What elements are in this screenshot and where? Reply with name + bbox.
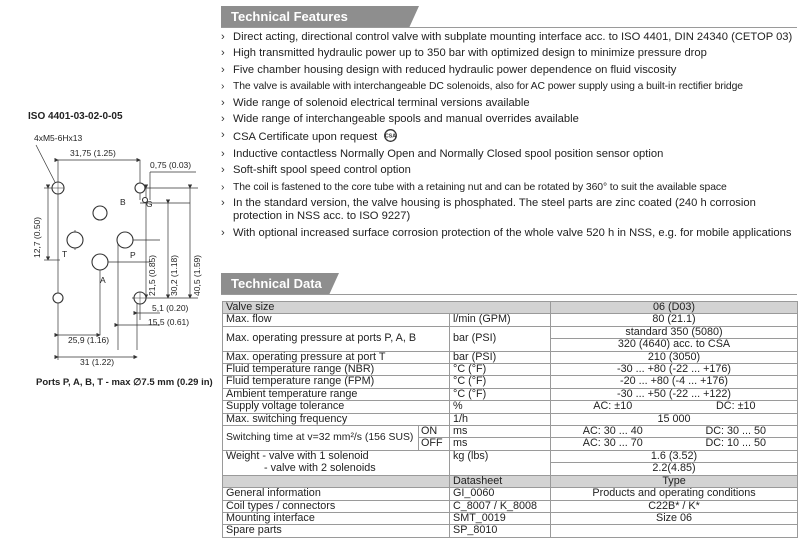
- table-row: Mounting interface SMT_0019 Size 06: [222, 511, 799, 526]
- data-header: Technical Data: [221, 273, 329, 295]
- table-row: Coil types / connectors C_8007 / K_8008 …: [222, 499, 799, 513]
- dim-30-2: 30,2 (1.18): [169, 255, 179, 296]
- port-label-a: A: [100, 275, 106, 285]
- feature-item: ›CSA Certificate upon request CSA: [221, 129, 398, 144]
- table-row: Spare parts SP_8010: [222, 524, 799, 538]
- port-g: [141, 196, 149, 204]
- drawing-caption: Ports P, A, B, T - max ∅7.5 mm (0.29 in): [36, 377, 213, 388]
- technical-data-table: Valve size 06 (D03) Max. flow l/min (GPM…: [221, 300, 799, 538]
- table-row: Max. switching frequency 1/h 15 000: [222, 412, 799, 427]
- table-row: - valve with 2 solenoids 2.2(4.85): [222, 462, 799, 476]
- table-row: Max. flow l/min (GPM) 80 (21.1): [222, 313, 799, 327]
- features-title: Technical Features: [231, 9, 348, 24]
- port-b: [92, 205, 108, 221]
- feature-item: ›The valve is available with interchange…: [221, 81, 743, 93]
- feature-item: ›Wide range of solenoid electrical termi…: [221, 96, 530, 109]
- feature-item: ›In the standard version, the valve hous…: [221, 197, 756, 223]
- table-row: Ambient temperature range °C (°F) -30 ..…: [222, 387, 799, 402]
- dim-40-5: 40,5 (1.59): [192, 255, 202, 296]
- table-row: Fluid temperature range (FPM) °C (°F) -2…: [222, 375, 799, 389]
- thread-spec: 4xM5-6Hx13: [34, 133, 82, 143]
- table-row: Supply voltage tolerance % AC: ±10 DC: ±…: [222, 400, 799, 414]
- mounting-hole: [52, 292, 64, 304]
- feature-item: ›Five chamber housing design with reduce…: [221, 63, 677, 76]
- port-p: [116, 231, 134, 249]
- dim-0-75: 0,75 (0.03): [150, 160, 191, 170]
- feature-item: ›Inductive contactless Normally Open and…: [221, 147, 664, 160]
- table-row: Datasheet Type: [222, 474, 799, 489]
- data-header-tail: [329, 273, 339, 295]
- table-row: Fluid temperature range (NBR) °C (°F) -3…: [222, 363, 799, 377]
- feature-item: ›With optional increased surface corrosi…: [221, 226, 792, 239]
- data-rule: [221, 294, 797, 295]
- table-row: OFF ms AC: 30 ... 70 DC: 10 ... 50: [223, 437, 799, 451]
- port-label-g: G: [146, 199, 153, 209]
- dim-31-75: 31,75 (1.25): [70, 148, 116, 158]
- mounting-hole: [134, 182, 146, 194]
- drawing-title: ISO 4401-03-02-0-05: [28, 111, 123, 122]
- port-label-b: B: [120, 197, 126, 207]
- features-rule: [221, 27, 797, 28]
- dim-5-1: 5,1 (0.20): [152, 303, 189, 313]
- feature-item: ›Direct acting, directional control valv…: [221, 31, 793, 43]
- port-label-p: P: [130, 250, 136, 260]
- table-row: Max. operating pressure at ports P, A, B…: [222, 325, 799, 352]
- csa-logo-icon: CSA: [384, 129, 398, 143]
- features-list: ›Direct acting, directional control valv…: [221, 31, 793, 243]
- dim-21-5: 21,5 (0.85): [147, 255, 157, 296]
- table-row: General information GI_0060 Products and…: [222, 487, 799, 501]
- port-t: [66, 231, 84, 249]
- svg-text:CSA: CSA: [385, 134, 396, 140]
- dim-25-9: 25,9 (1.16): [68, 335, 109, 345]
- feature-item: ›Wide range of interchangeable spools an…: [221, 113, 579, 126]
- features-header: Technical Features: [221, 6, 409, 28]
- table-row: Max. operating pressure at port T bar (P…: [222, 350, 799, 365]
- table-row: Weight - valve with 1 solenoid kg (lbs) …: [222, 449, 799, 464]
- feature-item: ›The coil is fastened to the core tube w…: [221, 181, 727, 193]
- dim-12-7: 12,7 (0.50): [32, 217, 42, 258]
- table-row: 320 (4640) acc. to CSA: [223, 338, 799, 352]
- dim-31: 31 (1.22): [80, 357, 114, 367]
- data-title: Technical Data: [231, 276, 322, 291]
- features-header-tail: [409, 6, 419, 28]
- table-row: Switching time at v=32 mm²/s (156 SUS) O…: [222, 425, 799, 451]
- feature-item: ›High transmitted hydraulic power up to …: [221, 47, 707, 60]
- mounting-interface-drawing: 4xM5-6Hx13 31,75 (1.25) 0,75 (0.03) B G …: [32, 133, 202, 367]
- port-a: [91, 253, 109, 271]
- feature-item: ›Soft-shift spool speed control option: [221, 164, 411, 177]
- table-row: Valve size 06 (D03): [221, 300, 799, 315]
- dim-15-5: 15,5 (0.61): [148, 317, 189, 327]
- port-label-t: T: [62, 249, 67, 259]
